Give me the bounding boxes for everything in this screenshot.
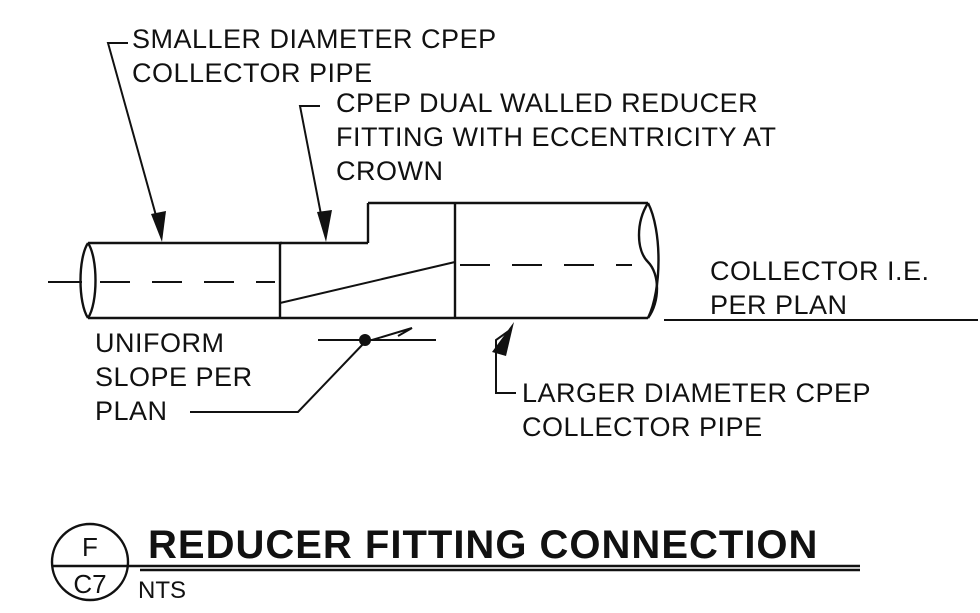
leader-reducer-fitting xyxy=(298,105,325,231)
detail-callout-circle xyxy=(50,522,130,602)
label-reducer-line3: CROWN xyxy=(336,156,443,186)
annotation-labels: SMALLER DIAMETER CPEP COLLECTOR PIPE CPE… xyxy=(95,24,930,442)
label-uniform-slope-line3: PLAN xyxy=(95,396,168,426)
label-smaller-pipe-line1: SMALLER DIAMETER CPEP xyxy=(132,24,497,54)
label-collector-ie-line1: COLLECTOR I.E. xyxy=(710,256,930,286)
label-smaller-pipe-line2: COLLECTOR PIPE xyxy=(132,58,373,88)
leader-uniform-slope xyxy=(190,341,366,413)
label-reducer-line2: FITTING WITH ECCENTRICITY AT xyxy=(336,122,777,152)
sheet-reference: C7 xyxy=(73,569,106,599)
slope-indicator-arrow xyxy=(371,327,413,341)
detail-title: REDUCER FITTING CONNECTION xyxy=(148,523,818,567)
label-reducer-line1: CPEP DUAL WALLED REDUCER xyxy=(336,88,758,118)
label-uniform-slope-line2: SLOPE PER xyxy=(95,362,253,392)
smaller-pipe-left-break xyxy=(79,242,90,319)
leader-reducer-arrowhead xyxy=(317,210,332,242)
reducer-internal-taper xyxy=(279,261,456,304)
label-uniform-slope-line1: UNIFORM xyxy=(95,328,224,358)
leaders xyxy=(106,42,516,413)
larger-pipe-right-break-inner xyxy=(637,202,659,319)
detail-id: F xyxy=(82,532,98,562)
pipe-assembly xyxy=(48,201,978,321)
label-larger-pipe-line2: COLLECTOR PIPE xyxy=(522,412,763,442)
smaller-pipe-left-break-inner xyxy=(86,242,97,319)
title-block: F C7 REDUCER FITTING CONNECTION NTS xyxy=(50,522,860,604)
larger-pipe-right-break xyxy=(646,202,660,319)
label-larger-pipe-line1: LARGER DIAMETER CPEP xyxy=(522,378,871,408)
label-collector-ie-line2: PER PLAN xyxy=(710,290,848,320)
detail-scale: NTS xyxy=(138,577,186,604)
leader-smaller-pipe xyxy=(106,42,161,231)
leader-smaller-pipe-arrowhead xyxy=(151,211,166,242)
leader-larger-pipe-arrowhead xyxy=(492,322,514,356)
leader-larger-pipe xyxy=(495,329,516,394)
